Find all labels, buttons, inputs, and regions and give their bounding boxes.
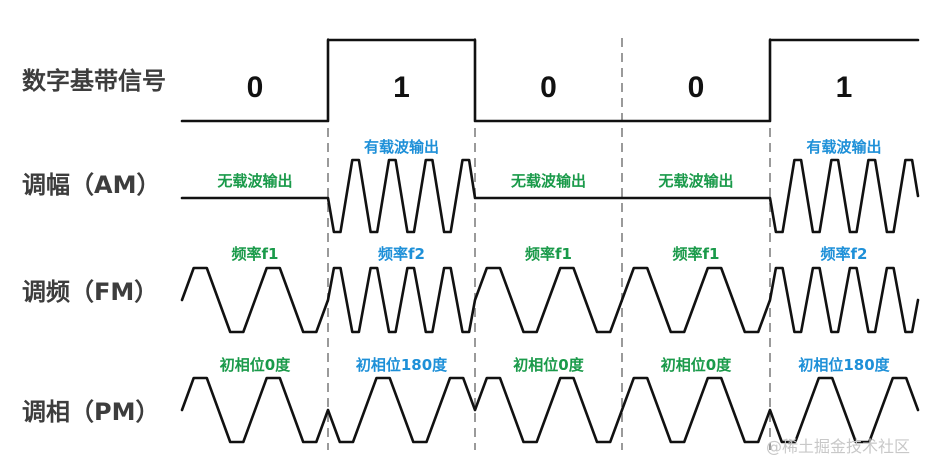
pm-note: 初相位0度 [661,356,732,374]
watermark: @稀土掘金技术社区 [766,437,910,456]
pm-label: 调相（PM） [22,398,159,426]
fm-label: 调频（FM） [22,278,158,306]
am-note: 有载波输出 [364,138,439,156]
pm-waveform [180,376,920,444]
am-note: 无载波输出 [216,172,292,190]
pm-note: 初相位0度 [513,356,584,374]
bit-value: 1 [393,71,410,104]
digital-baseband-label: 数字基带信号 [22,67,166,95]
am-note: 有载波输出 [806,138,881,156]
am-note: 无载波输出 [657,172,733,190]
digital-baseband-signal [180,38,920,123]
bit-value: 0 [688,71,705,104]
fm-note: 频率f1 [232,245,279,263]
pm-annotations: 初相位0度 初相位180度 初相位0度 初相位0度 初相位180度 [220,356,891,374]
bit-values: 0 1 0 0 1 [247,71,853,104]
pm-note: 初相位0度 [220,356,291,374]
bit-value: 0 [247,71,264,104]
am-note: 无载波输出 [510,172,586,190]
bit-value: 0 [540,71,557,104]
bit-value: 1 [836,71,853,104]
am-label: 调幅（AM） [22,171,160,199]
pm-note: 初相位180度 [356,356,448,374]
fm-note: 频率f2 [821,245,868,263]
pm-note: 初相位180度 [798,356,890,374]
fm-waveform [180,266,920,334]
fm-annotations: 频率f1 频率f2 频率f1 频率f1 频率f2 [232,245,868,263]
fm-note: 频率f1 [673,245,720,263]
fm-note: 频率f1 [525,245,572,263]
fm-note: 频率f2 [378,245,425,263]
am-waveform [180,158,920,234]
